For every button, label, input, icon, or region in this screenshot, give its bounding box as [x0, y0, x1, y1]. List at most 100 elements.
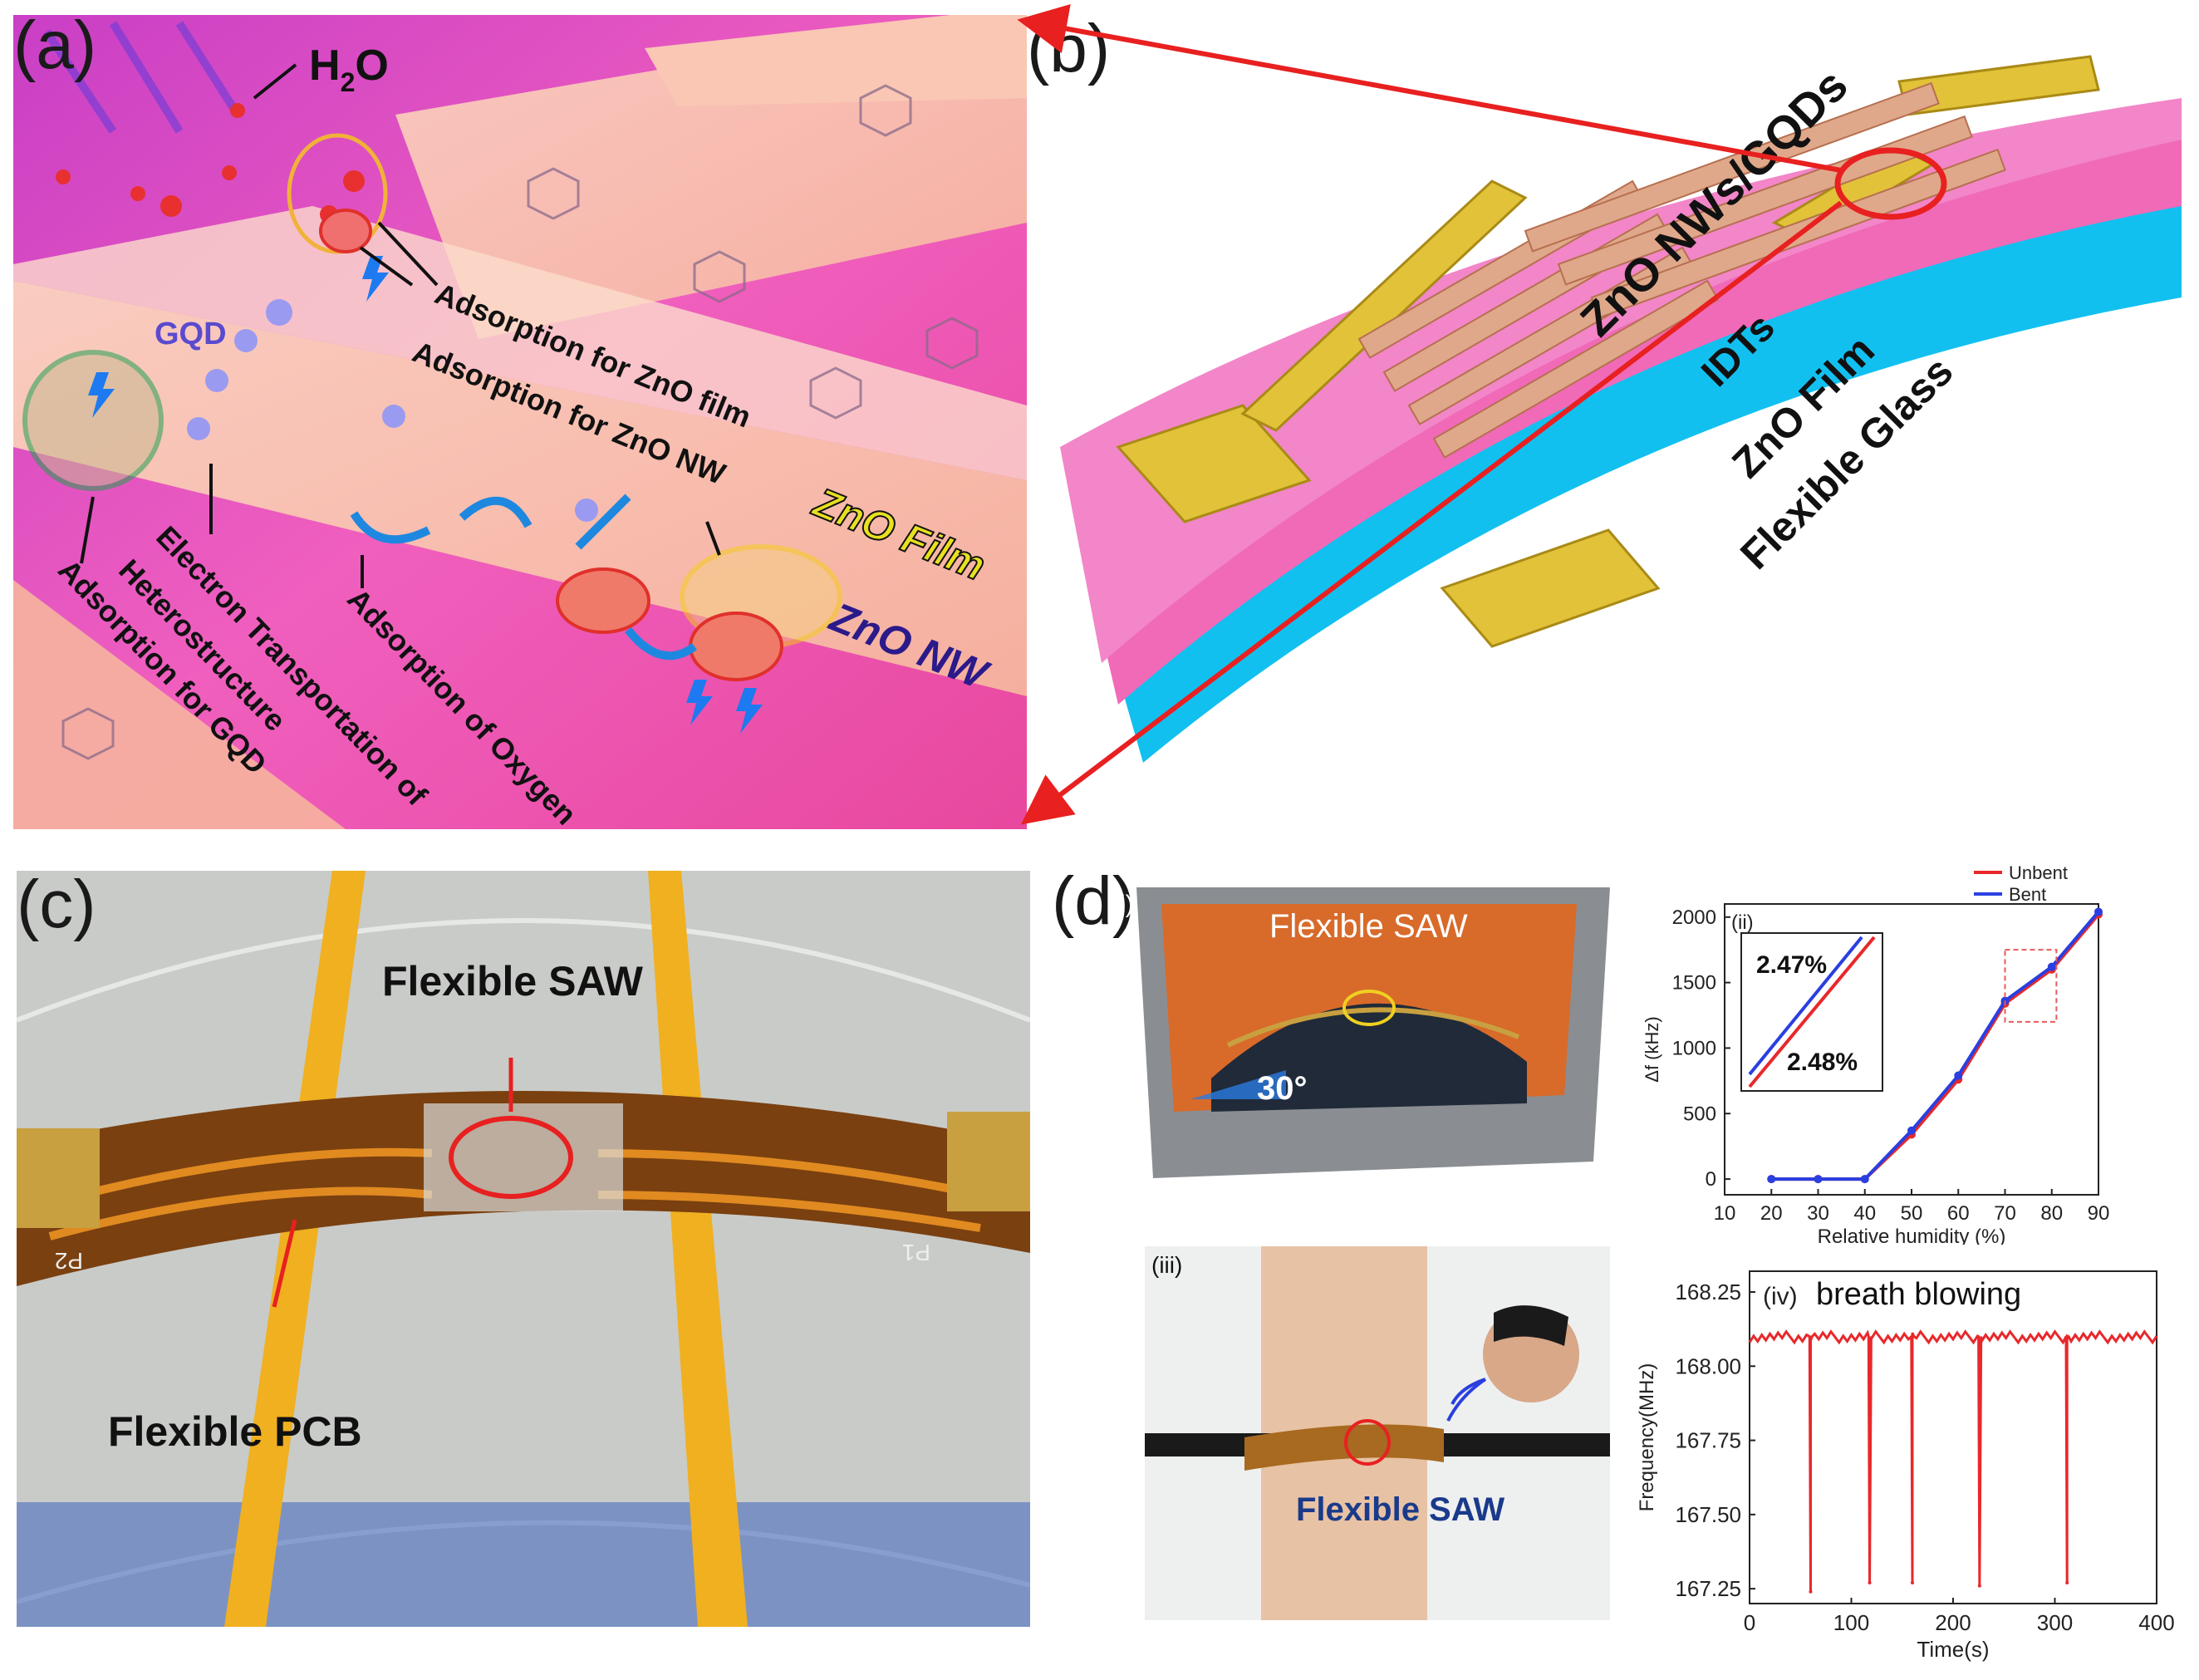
- inset-label-upper: 2.47%: [1756, 951, 1827, 979]
- x-tick-label: 90: [2088, 1202, 2110, 1225]
- x-tick-label: 20: [1760, 1202, 1783, 1225]
- inset-line-bent: [1748, 936, 1863, 1076]
- breath-stream: [1446, 1378, 1487, 1422]
- arrow-to-panel-a-top: [1017, 3, 1842, 173]
- x-tick-label: 10: [1714, 1202, 1736, 1225]
- y-tick-label: 168.25: [1675, 1280, 1741, 1304]
- breath-dip-point: [2065, 1581, 2069, 1584]
- y-axis-label: Δf (kHz): [1642, 1016, 1662, 1082]
- chart-title: breath blowing: [1816, 1277, 2021, 1312]
- wristband-photo: (iii) Flexible SAW: [1145, 1246, 1610, 1620]
- bent-substrate: [1211, 1003, 1527, 1112]
- incoming-ray: [175, 21, 242, 117]
- gqd-clusters: [61, 84, 979, 760]
- zoom-circle: [1834, 147, 1947, 220]
- data-point-bent: [2094, 907, 2103, 916]
- legend-label-unbent: Unbent: [2009, 862, 2068, 883]
- x-tick-label: 200: [1935, 1610, 1971, 1635]
- x-tick-label: 50: [1901, 1202, 1923, 1225]
- glass-edge-top: [17, 918, 1030, 1023]
- flexible-saw-photo: (c) Flexible SAW Flexible PCB P2 P1: [17, 871, 1030, 1627]
- flexible-pcb-label: Flexible PCB: [108, 1408, 362, 1455]
- pcb-pointer: [272, 1219, 297, 1308]
- breath-dip-point: [1911, 1581, 1914, 1584]
- x-tick-label: 30: [1807, 1202, 1829, 1225]
- y-tick-label: 167.25: [1675, 1576, 1741, 1601]
- panel-d-iii: (iii) Flexible SAW: [1145, 1246, 1610, 1620]
- connector-right: [947, 1112, 1030, 1211]
- breath-dip-point: [1809, 1589, 1813, 1594]
- x-tick-label: 40: [1853, 1202, 1876, 1225]
- y-tick-label: 0: [1706, 1168, 1716, 1191]
- adsorption-ellipse-nw: [319, 209, 372, 253]
- data-point-bent: [1907, 1126, 1916, 1135]
- flexible-glass-layer: [1077, 181, 2182, 763]
- panel-a-label: (a): [13, 15, 96, 83]
- frequency-trace: [1748, 1329, 2158, 1592]
- panel-a: (a) H2O GQD Adsorption for ZnO film Adso…: [13, 15, 1027, 829]
- y-tick-label: 1500: [1672, 972, 1716, 995]
- electrons: [187, 299, 598, 522]
- data-point-bent: [1767, 1175, 1776, 1184]
- data-point-bent: [1860, 1175, 1869, 1184]
- saw-highlight-ellipse: [1342, 990, 1396, 1026]
- chart-panel-label: (ii): [1731, 911, 1754, 934]
- breath-dip-point: [1977, 1584, 1981, 1588]
- oxygen-pair: [556, 567, 650, 634]
- inset-line-unbent: [1748, 936, 1876, 1088]
- y-axis-label: Frequency(MHz): [1636, 1363, 1658, 1512]
- series-line-bent: [1771, 911, 2100, 1181]
- plot-frame: [1749, 1270, 2157, 1604]
- saw-on-substrate: [1226, 1007, 1520, 1048]
- data-point-bent: [1954, 1071, 1963, 1080]
- x-axis-label: Time(s): [1917, 1637, 1989, 1662]
- y-tick-label: 167.75: [1675, 1428, 1741, 1453]
- panel-a-illustration: (a) H2O GQD Adsorption for ZnO film Adso…: [13, 15, 1027, 829]
- x-tick-label: 100: [1833, 1610, 1869, 1635]
- tape-strip-right: [648, 871, 748, 1627]
- zno-film-strip: [13, 206, 1027, 480]
- nanowire-beam-back: [645, 15, 1027, 106]
- incoming-ray: [109, 21, 184, 134]
- x-tick-label: 400: [2138, 1610, 2174, 1635]
- y-tick-label: 2000: [1672, 906, 1716, 929]
- panel-d-label: (d): [1052, 863, 1136, 939]
- y-tick-label: 500: [1683, 1103, 1716, 1125]
- x-tick-label: 80: [2040, 1202, 2063, 1225]
- connector-left: [17, 1128, 100, 1228]
- blue-glove: [17, 1502, 1030, 1627]
- test-chamber-photo: (i) Flexible SAW 30°: [1112, 887, 1610, 1178]
- breath-dip-point: [1868, 1581, 1872, 1584]
- person-hair: [1494, 1305, 1568, 1346]
- legend-label-bent: Bent: [2009, 884, 2046, 905]
- saw-device-illustration: (b) ZnO NWs/GQDs IDTs ZnO Film Flexible …: [1027, 15, 2182, 763]
- wristband-saw-circle: [1344, 1419, 1391, 1466]
- x-tick-label: 60: [1947, 1202, 1970, 1225]
- lightning-icons: [88, 256, 763, 734]
- y-tick-label: 168.00: [1675, 1353, 1741, 1378]
- angle-wedge: [1190, 1070, 1286, 1099]
- pcb-trace-bottom: [48, 1186, 981, 1240]
- adsorption-circle-gqd: [22, 350, 164, 491]
- panel-d-i-label: (i): [1112, 891, 1134, 918]
- inset-source-box: [2004, 949, 2058, 1023]
- reaction-arrows: [350, 494, 697, 661]
- flexible-saw-label: Flexible SAW: [382, 958, 644, 1005]
- panel-b: (b) ZnO NWs/GQDs IDTs ZnO Film Flexible …: [1027, 15, 2190, 871]
- inset-label-lower: 2.48%: [1787, 1049, 1858, 1076]
- gqd-label: GQD: [155, 317, 227, 351]
- x-tick-label: 0: [1744, 1610, 1755, 1635]
- saw-highlight-circle: [449, 1116, 573, 1199]
- port-p2-label: P2: [55, 1248, 83, 1274]
- annotation-arrows: [80, 63, 721, 588]
- y-tick-label: 167.50: [1675, 1502, 1741, 1527]
- x-tick-label: 70: [1994, 1202, 2016, 1225]
- arrow-to-panel-a-bottom: [1020, 200, 1843, 825]
- tape-strip-left: [224, 871, 366, 1627]
- panel-c-label: (c): [17, 871, 96, 942]
- photo-background: [17, 871, 1030, 1627]
